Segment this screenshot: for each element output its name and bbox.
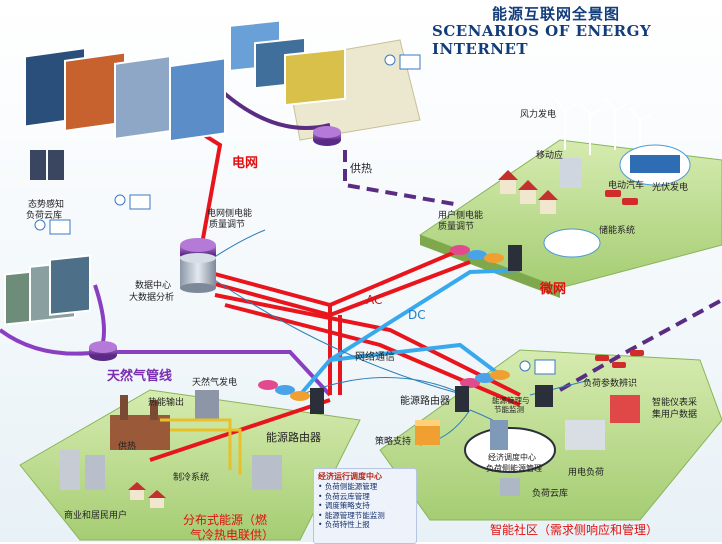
router-cluster-microgrid (450, 245, 522, 271)
page-title: 能源互联网全景图 (492, 5, 621, 23)
heat-output-label: 热能输出 (148, 398, 185, 408)
energy-router-label-2: 能源路由器 (400, 396, 450, 407)
router-gas (89, 341, 117, 361)
heating-photos (229, 19, 346, 107)
factory (110, 390, 219, 450)
econ-center-label: 经济调度中心 (488, 453, 536, 462)
load-cloud-label: 负荷云库 (532, 489, 569, 499)
legend-item: • 负荷侧能源管理 (318, 482, 378, 491)
operator-icons (34, 54, 556, 375)
legend-item-text: 能源管理节能监测 (324, 510, 385, 520)
econ-dispatch-legend: 经济运行调度中心 • 负荷侧能源管理 • 负荷云库管理 • 调度策略支持 • 能… (313, 468, 417, 544)
legend-item-text: 负荷侧能源管理 (324, 482, 378, 491)
server-rack-icon (30, 150, 64, 180)
smart-meter (535, 385, 553, 407)
storage-ring (543, 228, 601, 258)
energy-router-label: 能源路由器 (266, 431, 321, 444)
network-comm-label: 网络通信 (355, 352, 395, 363)
wind-label: 风力发电 (520, 110, 557, 120)
data-center-label: 数据中心 (135, 281, 172, 291)
ev-cars-community (595, 350, 644, 368)
microgrid-label: 微网 (540, 282, 567, 297)
dc-power-lines (298, 268, 521, 397)
legend-item-text: 调度策略支持 (324, 501, 370, 511)
load-param-label: 负荷参数辨识 (583, 379, 638, 389)
load-mgmt-label-2: 节能监测 (494, 405, 524, 414)
page-subtitle: SCENARIOS OF ENERGY INTERNET (432, 22, 652, 58)
commercial-buildings (60, 450, 282, 508)
community-buildings (464, 395, 640, 496)
microgrid-houses (498, 158, 582, 214)
mobile-label: 移动应 (536, 151, 564, 161)
heat-supply-label: 供热 (118, 442, 137, 452)
smart-meter-label-2: 集用户数据 (652, 410, 698, 420)
legend-item: • 负荷特性上报 (318, 520, 370, 530)
strategy-label: 策略支持 (375, 437, 412, 447)
commercial-label: 商业和居民用户 (64, 511, 128, 521)
pv-label: 光伏发电 (652, 183, 689, 193)
grid-quality-label: 电网侧电能 (207, 209, 253, 219)
legend-item-text: 负荷特性上报 (324, 520, 370, 530)
grid-quality-label-2: 质量调节 (209, 220, 246, 230)
ev-label: 电动汽车 (608, 181, 645, 191)
gas-pipeline-label: 天然气管线 (107, 369, 173, 384)
database-icon (180, 253, 216, 293)
legend-item-text: 负荷云库管理 (324, 491, 370, 501)
gas-photos (4, 254, 91, 326)
ac-label: AC (366, 293, 383, 307)
smart-meter-label: 智能仪表采 (652, 398, 698, 408)
heating-label: 供热 (350, 162, 372, 175)
load-mgmt-label: 能源管理与 (492, 396, 530, 405)
situation-awareness-label: 态势感知 (28, 200, 65, 210)
smart-community-label: 智能社区（需求侧响应和管理） (490, 523, 659, 537)
cooling-label: 制冷系统 (173, 473, 210, 483)
storage-label: 储能系统 (599, 226, 636, 236)
power-plant-photos (24, 46, 226, 143)
legend-item: • 调度策略支持 (318, 501, 370, 511)
grid-label: 电网 (232, 156, 259, 171)
solar-field (619, 144, 691, 186)
big-data-label: 大数据分析 (129, 293, 175, 303)
router-heat (313, 126, 341, 146)
dc-label: DC (408, 308, 426, 322)
legend-item: • 能源管理节能监测 (318, 510, 385, 520)
user-quality-label: 用户侧电能 (438, 211, 484, 221)
user-quality-label-2: 质量调节 (438, 222, 475, 232)
strategy-block (415, 420, 440, 445)
load-cloud-top-label: 负荷云库 (26, 211, 63, 221)
router-cluster-distributed (258, 380, 324, 414)
distributed-label: 分布式能源（燃 (183, 513, 268, 527)
ev-cars-microgrid (605, 190, 638, 205)
heat-pipes (160, 418, 242, 475)
gas-power-label: 天然气发电 (192, 378, 238, 388)
load-side-label: 负荷侧能源管理 (486, 464, 542, 473)
power-load-label: 用电负荷 (568, 468, 605, 478)
distributed-label-2: 气冷热电联供） (190, 528, 275, 542)
router-cluster-community (455, 370, 510, 412)
legend-head: 经济运行调度中心 (318, 472, 382, 481)
legend-item: • 负荷云库管理 (318, 491, 370, 501)
heating-dashed-links (343, 150, 722, 392)
